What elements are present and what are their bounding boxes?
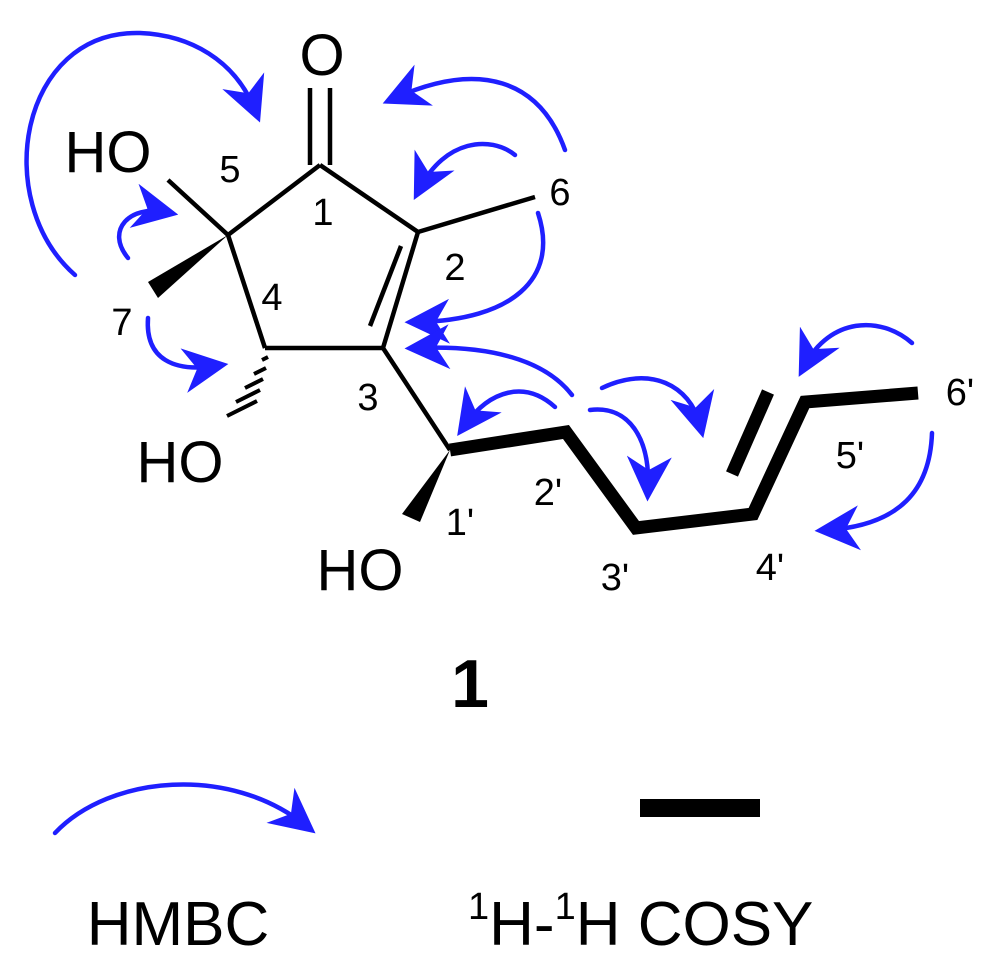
wedge-c1p-oh <box>402 450 450 522</box>
hmbc-arrow-h7-c1 <box>24 30 265 278</box>
carbonyl-bond <box>307 88 333 165</box>
hash-c4-oh <box>226 355 269 418</box>
hmbc-arrow-h7-c5 <box>116 183 179 261</box>
position-label-c3: 3 <box>357 377 378 419</box>
legend-hmbc-label: HMBC <box>87 890 270 959</box>
position-label-c6: 6 <box>549 172 570 214</box>
cosy-double-bond-inner <box>726 389 774 477</box>
hmbc-arrow-h6-c3 <box>404 210 546 344</box>
position-label-c3p: 3' <box>601 557 629 599</box>
legend-cosy-label: 1H-1H COSY <box>468 886 813 959</box>
hmbc-arrow-h6-c1 <box>382 64 568 153</box>
position-label-c5: 5 <box>219 149 240 191</box>
legend-cosy-sup2: 1 <box>555 886 576 928</box>
oh-c4-label: HO <box>137 430 224 495</box>
bond-c2-c6 <box>417 194 536 235</box>
hmbc-arrow-h2p-c4p <box>599 376 715 439</box>
oh-c5-label: HO <box>65 120 152 185</box>
hmbc-arrow-h6p-c5p <box>798 322 915 377</box>
bond-c1-c5 <box>226 163 322 237</box>
position-label-c1: 1 <box>312 192 333 234</box>
hmbc-arrow-h6-c2 <box>413 141 518 200</box>
cosy-chain <box>449 386 919 535</box>
hmbc-arrow-h2p-c3p <box>587 407 672 502</box>
carbonyl-o-label: O <box>299 23 344 88</box>
position-label-c1p: 1' <box>446 502 474 544</box>
position-label-c4p: 4' <box>756 547 784 589</box>
legend-cosy-h2: H COSY <box>576 890 814 959</box>
position-label-c4: 4 <box>261 277 282 319</box>
hmbc-arrow-h6p-c4p <box>814 430 935 551</box>
bond-c3-c2 <box>380 231 421 349</box>
hmbc-arrow-h2p-c3 <box>404 324 575 398</box>
position-label-c7: 7 <box>111 302 132 344</box>
bond-c5-c4 <box>225 234 268 349</box>
legend-hmbc-arrow-icon <box>52 782 316 836</box>
position-label-c2p: 2' <box>534 472 562 514</box>
wedge-c5-c7 <box>148 235 228 298</box>
bond-c1-c2 <box>318 163 420 234</box>
bond-c3-c1p <box>381 346 452 452</box>
position-label-c5p: 5' <box>836 435 864 477</box>
compound-number: 1 <box>451 646 489 722</box>
hmbc-arrow-h7-c4 <box>145 315 229 393</box>
legend: HMBC 1H-1H COSY <box>52 782 813 959</box>
hmbc-arrow-h2p-c1p <box>457 386 558 436</box>
legend-cosy-h1: H- <box>489 890 554 959</box>
position-label-c6p: 6' <box>946 372 974 414</box>
ring-bonds <box>225 163 421 351</box>
hmbc-arrows <box>24 30 935 551</box>
legend-cosy-sup1: 1 <box>468 886 489 928</box>
oh-c1p-label: HO <box>317 538 404 603</box>
bond-c3-c2-inner <box>367 245 404 327</box>
position-label-c2: 2 <box>444 247 465 289</box>
